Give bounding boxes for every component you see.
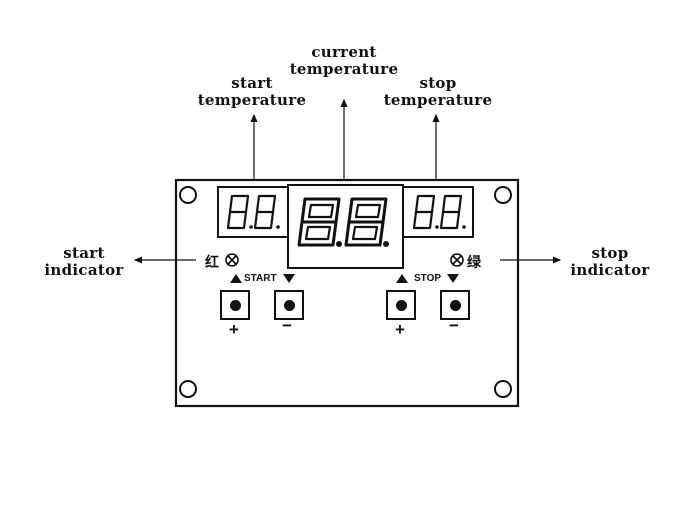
- start-indicator-label: start indicator: [44, 244, 124, 279]
- current-temperature-digits: [297, 197, 389, 247]
- green-indicator-text: 绿: [467, 255, 481, 271]
- stop-indicator-lamp-icon: [450, 253, 464, 267]
- start-temperature-label: start temperature: [197, 74, 307, 109]
- stop-up-arrow-icon: [396, 274, 408, 283]
- stop-plus-sign: +: [395, 320, 405, 339]
- stop-plus-button[interactable]: [386, 290, 416, 320]
- start-minus-sign: −: [282, 316, 292, 335]
- start-plus-sign: +: [229, 320, 239, 339]
- stop-temperature-digits: [412, 194, 466, 230]
- mounting-hole-top-left: [179, 186, 197, 204]
- start-up-arrow-icon: [230, 274, 242, 283]
- start-temperature-digits: [226, 194, 280, 230]
- current-temperature-display: [287, 184, 404, 269]
- current-temperature-label: current temperature: [289, 43, 399, 78]
- mounting-hole-bottom-left: [179, 380, 197, 398]
- start-group-label: START: [244, 273, 277, 284]
- mounting-hole-bottom-right: [494, 380, 512, 398]
- stop-minus-button[interactable]: [440, 290, 470, 320]
- stop-group-label: STOP: [414, 273, 442, 284]
- mounting-hole-top-right: [494, 186, 512, 204]
- start-plus-button[interactable]: [220, 290, 250, 320]
- start-down-arrow-icon: [283, 274, 295, 283]
- controller-board: [174, 178, 520, 408]
- stop-indicator-label: stop indicator: [570, 244, 650, 279]
- red-indicator-text: 红: [205, 255, 219, 271]
- start-minus-button[interactable]: [274, 290, 304, 320]
- stop-down-arrow-icon: [447, 274, 459, 283]
- start-temperature-display: [217, 186, 289, 238]
- start-indicator-lamp-icon: [225, 253, 239, 267]
- stop-minus-sign: −: [449, 316, 459, 335]
- stop-temperature-label: stop temperature: [383, 74, 493, 109]
- stop-temperature-display: [402, 186, 474, 238]
